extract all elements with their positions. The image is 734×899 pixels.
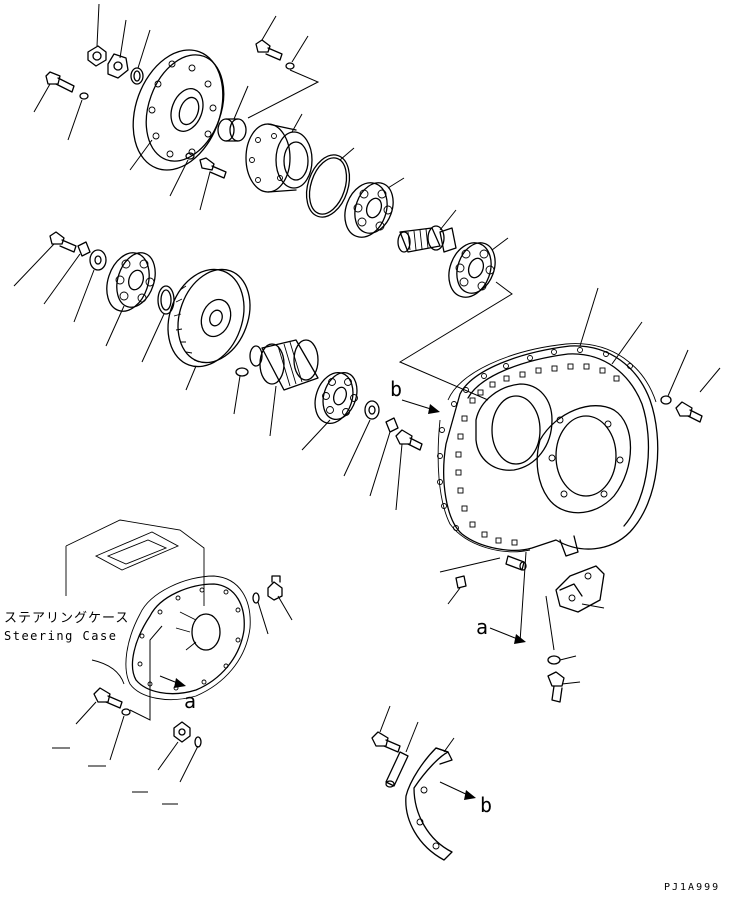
drawing-code: PJ1A999 xyxy=(664,882,720,893)
top-snap-ring-part[interactable] xyxy=(130,29,151,85)
cut-marks xyxy=(52,747,178,805)
spur-gear-part[interactable] xyxy=(155,259,262,391)
mid-spacer-part[interactable] xyxy=(73,249,107,323)
ref-label-b-lower: b xyxy=(480,793,492,817)
drive-roller-bearing-part[interactable] xyxy=(301,368,363,451)
ref-arrow-a-right xyxy=(489,551,527,644)
flange-bolt-part[interactable] xyxy=(199,157,227,211)
ref-arrow-a-lower xyxy=(159,675,186,688)
drive-pinion-part[interactable] xyxy=(249,339,319,437)
o-ring-part[interactable] xyxy=(299,147,357,223)
needle-bearing-part[interactable] xyxy=(217,85,249,142)
ref-arrow-b-lower xyxy=(439,781,476,800)
mid-bolt-part[interactable] xyxy=(13,231,77,287)
pinion-shaft-part[interactable] xyxy=(397,209,457,253)
steering-case-label: ステアリングケース Steering Case xyxy=(4,611,129,643)
cover-plate-part[interactable] xyxy=(405,737,455,861)
top-lock-plate-part[interactable] xyxy=(107,19,129,79)
lower-plug-part[interactable] xyxy=(179,736,202,783)
steering-case-label-en: Steering Case xyxy=(4,629,117,643)
dowel-pin-part[interactable] xyxy=(505,555,527,571)
steering-case-gasket-part[interactable] xyxy=(125,575,251,701)
hub-flange-part[interactable] xyxy=(117,37,238,182)
upper-bolt-part[interactable] xyxy=(255,15,283,61)
plug-leader-line xyxy=(439,557,501,573)
upper-washer-part[interactable] xyxy=(285,35,309,70)
top-left-washer-part[interactable] xyxy=(67,92,89,141)
case-gasket-part[interactable] xyxy=(437,321,657,553)
plug-part[interactable] xyxy=(447,575,467,605)
final-drive-case-part[interactable] xyxy=(443,287,659,557)
bracket-bolt-part[interactable] xyxy=(547,671,581,703)
ref-arrow-b-upper xyxy=(401,399,440,414)
case-bolt-part[interactable] xyxy=(675,367,721,423)
steering-ring-part[interactable] xyxy=(252,592,269,635)
small-snap-ring-part[interactable] xyxy=(233,367,249,415)
case-washer-part[interactable] xyxy=(660,349,689,405)
steering-case-cover-part[interactable] xyxy=(131,583,245,695)
ref-label-a-lower: a xyxy=(184,689,196,713)
upper-leader-line xyxy=(247,69,320,119)
drive-bolt-part[interactable] xyxy=(395,429,423,511)
carrier-housing-part[interactable] xyxy=(245,113,313,193)
pinion-leader-line xyxy=(398,281,513,401)
mid-lock-washer-part[interactable] xyxy=(43,241,91,305)
guard-pin-part[interactable] xyxy=(385,721,419,788)
bracket-part[interactable] xyxy=(555,565,605,613)
steering-case-label-jp: ステアリングケース xyxy=(4,611,129,626)
drive-washer-part[interactable] xyxy=(343,400,380,477)
top-nut-part[interactable] xyxy=(87,3,107,67)
lower-leader-line xyxy=(129,625,163,721)
lower-washer-part[interactable] xyxy=(109,708,131,761)
ref-label-b-upper: b xyxy=(390,377,402,401)
pinion-roller-bearing-part[interactable] xyxy=(442,237,509,303)
steering-case-body xyxy=(65,519,205,685)
flange-washer-part[interactable] xyxy=(169,152,195,197)
upper-roller-bearing-part[interactable] xyxy=(338,177,405,243)
gear-roller-bearing-part[interactable] xyxy=(100,247,162,347)
steering-plug-part[interactable] xyxy=(267,575,293,621)
bracket-washer-part[interactable] xyxy=(547,655,577,665)
ref-label-a-right: a xyxy=(476,615,488,639)
lower-nut-part[interactable] xyxy=(157,721,191,771)
bracket-leader-line xyxy=(545,595,555,651)
drive-lock-washer-part[interactable] xyxy=(369,417,399,497)
guard-bolt-part[interactable] xyxy=(371,705,401,753)
top-left-bolt-part[interactable] xyxy=(33,71,75,113)
lower-bolt-part[interactable] xyxy=(75,687,123,725)
